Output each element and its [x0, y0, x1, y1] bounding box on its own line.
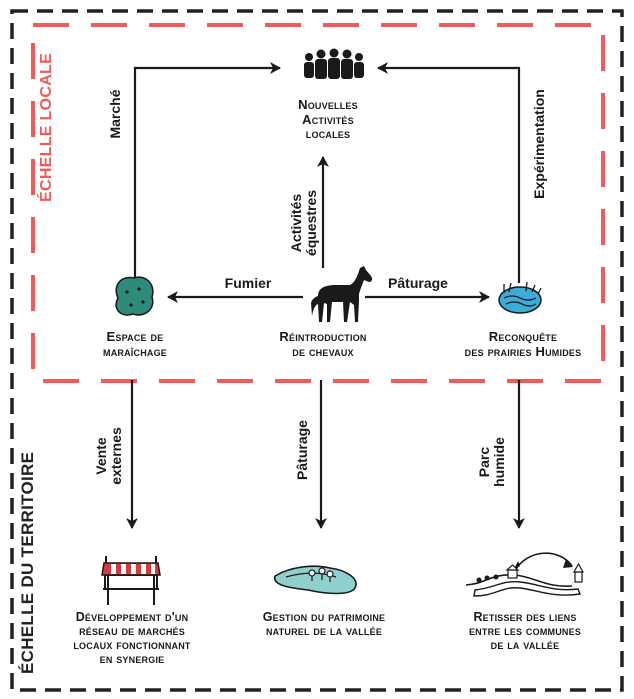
edge-marche-label: Marché [107, 89, 123, 139]
node-prairies-label: Reconquête des prairies Humides [464, 329, 582, 359]
node-maraichage-label: Espace de maraîchage [103, 329, 167, 359]
edge-fumier-label: Fumier [224, 275, 272, 291]
edge-vente-label: Vente externes [93, 427, 124, 485]
node-activites-label: Nouvelles Activités locales [298, 97, 358, 142]
node-chevaux-label: Réintroduction de chevaux [279, 329, 367, 359]
wetland-icon [498, 281, 542, 314]
people-group-icon [304, 48, 364, 79]
territory-scale-label: ÉCHELLE DU TERRITOIRE [18, 451, 37, 674]
landscape-map-icon [274, 565, 357, 595]
connected-villages-icon [465, 552, 585, 597]
local-scale-label: ÉCHELLE LOCALE [38, 52, 55, 202]
shrub-icon [115, 276, 154, 316]
edge-experimentation-line [377, 62, 521, 283]
edge-experimentation-label: Expérimentation [531, 89, 547, 199]
edge-marche-line [133, 62, 281, 285]
node-patrimoine-label: Gestion du patrimoine naturel de la vall… [262, 610, 386, 638]
node-liens-label: Retisser des liens entre les communes de… [468, 610, 582, 652]
node-marches-label: Développement d'un réseau de marchés loc… [73, 610, 191, 666]
edge-parc-label: Parc humide [476, 437, 507, 487]
edge-paturage-h-label: Pâturage [388, 275, 448, 291]
edge-paturage-v-label: Pâturage [294, 420, 310, 480]
market-stall-icon [101, 556, 161, 605]
edge-equestres-label: Activités équestres [288, 189, 319, 257]
horse-icon [311, 266, 373, 322]
territory-frame [10, 9, 624, 692]
